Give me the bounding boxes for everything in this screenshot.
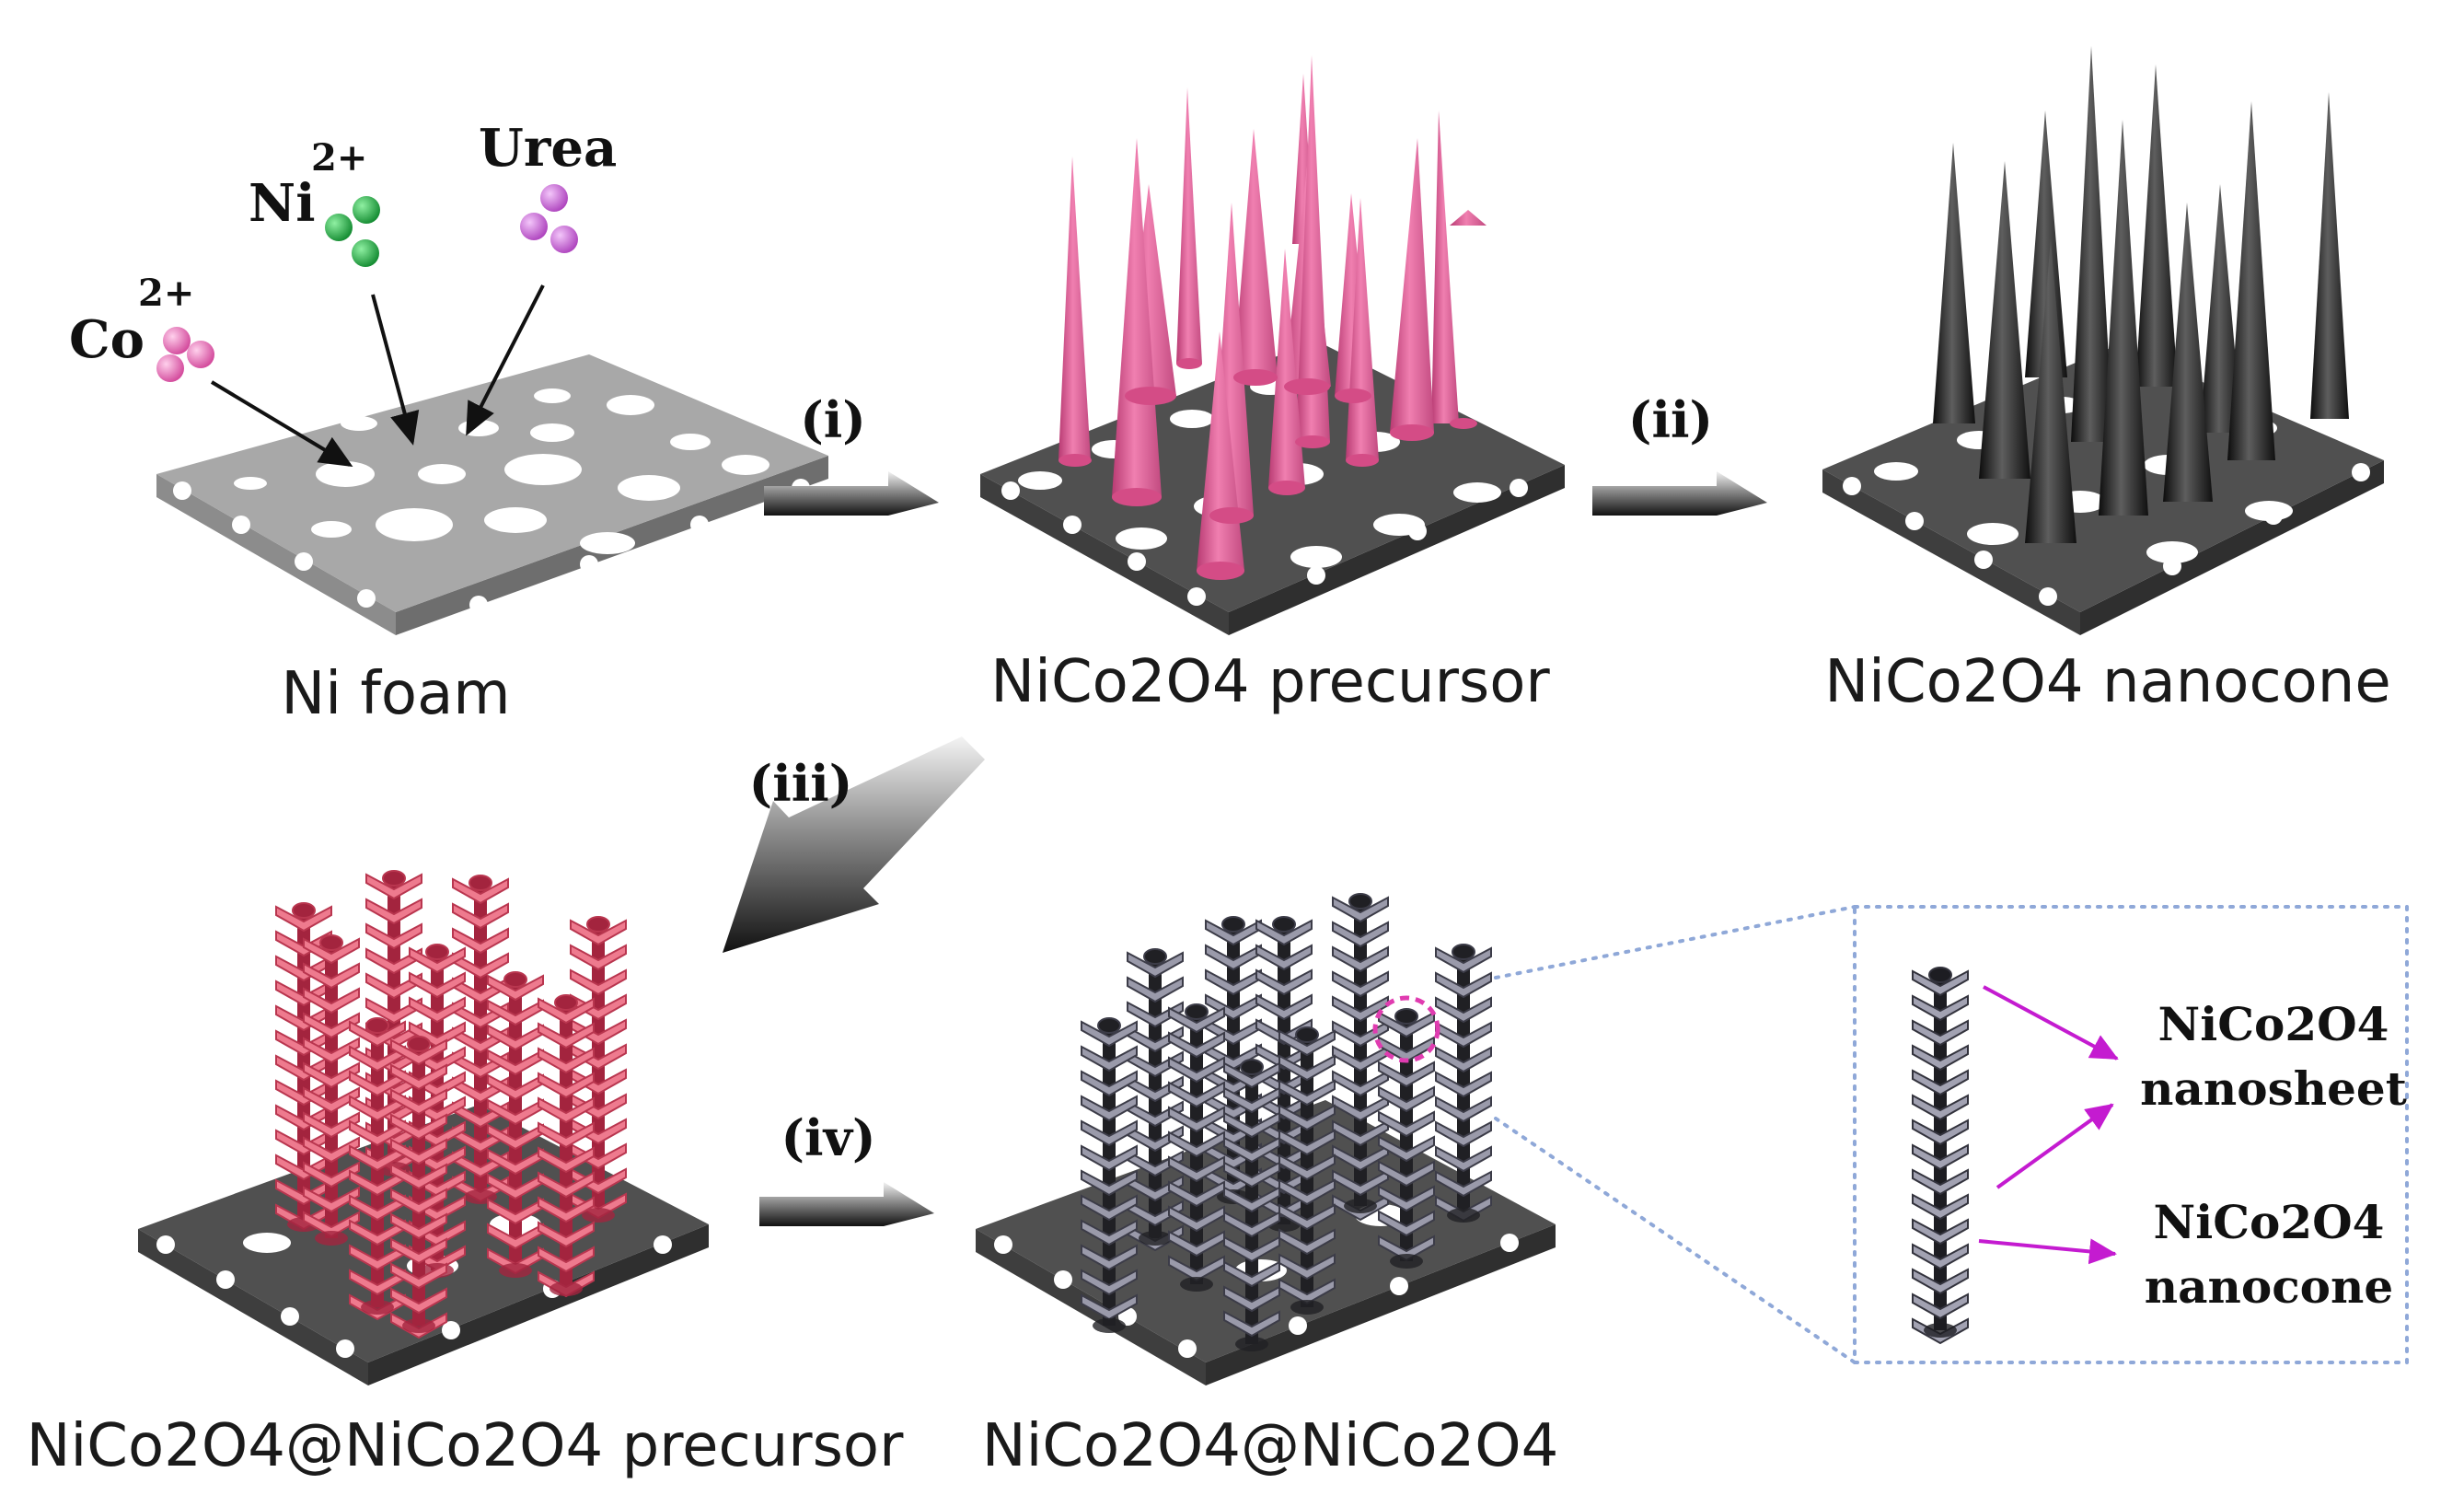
gray-pillar [1168,1003,1225,1292]
precursor-caption: NiCo2O4 precursor [990,648,1550,716]
black-nanocone [2071,46,2113,442]
black-nanocone [1933,143,1975,423]
nanosheet-label: nanosheet [2140,1061,2407,1116]
step-arrow-ii [1592,471,1767,516]
black-nanocone [2025,239,2076,543]
black-nanocone [2099,120,2148,516]
ni-ion-cluster [325,196,380,267]
step-arrow-iv [759,1182,934,1226]
black-nanocone [2227,101,2275,460]
highlight-circle [1372,995,1440,1063]
red-pillar [538,994,595,1298]
callout-arrows [1978,985,2119,1265]
pink-nanocone [1431,110,1459,423]
gray-core-shell-pillar-array [1081,893,1492,1351]
co-ion-label: Co [69,309,145,370]
pink-nanocone [1233,129,1278,377]
pink-nanocone [1058,156,1091,460]
black-nanocone-array [1933,46,2349,543]
core-shell-panel: NiCo2O4@NiCo2O4 [976,893,1559,1480]
red-pillar [570,916,627,1223]
core-shell-precursor-panel: NiCo2O4@NiCo2O4 precursor [27,870,904,1480]
ni-foam-plate [156,354,828,612]
zoom-pillar-body [1912,967,1969,1345]
ni-ion-charge: 2+ [311,136,367,180]
pink-nanocone [1296,55,1330,442]
step-label-i: (i) [800,390,866,449]
pink-nanocone [1450,210,1486,226]
ni-foam-plate-side [156,474,396,635]
pink-nanocone [1268,249,1305,488]
ni-foam-pores [234,388,769,554]
gray-pillar [1081,1017,1138,1333]
ion-arrows [210,284,545,468]
nanosheet-label-formula: NiCo2O4 [2158,997,2389,1051]
gray-pillar [1332,893,1389,1222]
gray-pillar [1435,944,1492,1223]
zoom-callout: NiCo2O4 nanosheet NiCo2O4 nanocone [1494,905,2409,1364]
urea-cluster [520,184,578,253]
step-arrow-iii [723,736,985,953]
step-arrow-i [764,471,939,516]
nanocone-panel: NiCo2O4 nanocone [1822,46,2391,716]
gray-pillar [1278,1026,1336,1315]
ni-foam-panel: Co 2+ Ni 2+ Urea Ni foam [69,118,828,728]
step-label-ii: (ii) [1628,390,1713,449]
red-pillar [349,1017,406,1321]
pink-nanocone [1112,138,1162,497]
black-nanocone [1979,161,2030,479]
nanocone-caption: NiCo2O4 nanocone [1824,648,2390,716]
nanocone-label-formula: NiCo2O4 [2154,1195,2385,1249]
zoom-box [1853,905,2409,1364]
gray-pillar [1378,1008,1435,1269]
ni-foam-caption: Ni foam [281,660,510,728]
black-nanocone [2135,64,2178,387]
co-ion-cluster [156,327,214,382]
red-pillar [303,934,360,1246]
co-ion-charge: 2+ [138,272,194,315]
pink-nanocone-array [1058,55,1486,571]
pink-nanocone [1176,87,1202,364]
core-shell-caption: NiCo2O4@NiCo2O4 [982,1412,1559,1480]
core-shell-precursor-caption: NiCo2O4@NiCo2O4 precursor [27,1412,904,1480]
urea-label: Urea [479,118,617,179]
black-nanocone [2310,92,2349,419]
ni-ion-label: Ni [249,173,315,234]
step-label-iii: (iii) [749,754,853,813]
step-label-iv: (iv) [781,1108,876,1167]
ni-foam-edge-notches [173,479,810,614]
precursor-panel: NiCo2O4 precursor [980,55,1565,716]
black-nanocone [2163,203,2213,502]
pink-nanocone [1390,138,1434,433]
nanocone-label: nanocone [2145,1259,2393,1314]
gray-pillar [1223,1059,1280,1351]
red-pillar [390,1036,447,1339]
red-core-shell-pillar-array [275,870,627,1339]
zoomed-pillar [1912,967,1969,1345]
black-nanocone [2200,184,2242,433]
precursor-edge-notches [1001,479,1528,606]
